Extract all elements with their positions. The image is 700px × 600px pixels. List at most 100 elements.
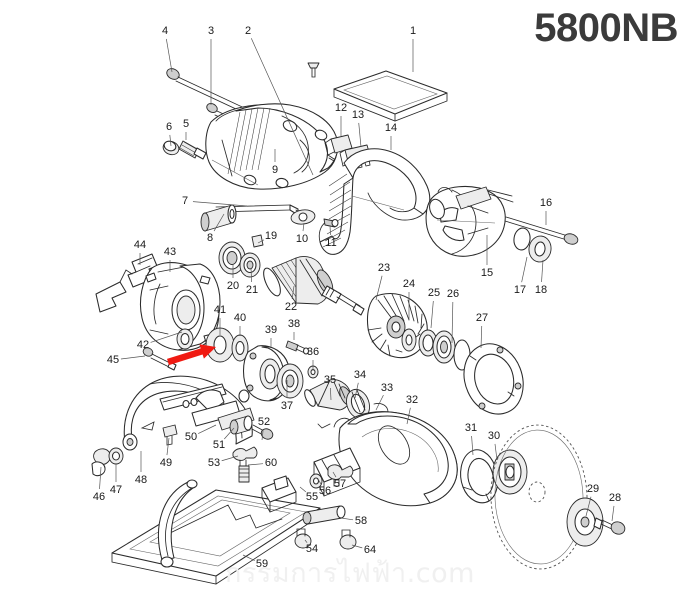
leader-line [317, 478, 322, 485]
callout-19: 19 [257, 230, 277, 244]
leader-line [299, 486, 307, 493]
part-42-bushing [176, 328, 194, 350]
leader-line [330, 387, 332, 401]
callout-number: 47 [110, 484, 122, 496]
callout-number: 7 [182, 195, 188, 207]
part-36-washer [307, 365, 319, 379]
leader-line [358, 122, 362, 148]
callout-23: 23 [375, 262, 390, 301]
leader-line [302, 222, 305, 232]
leader-line [451, 301, 454, 344]
callout-17: 17 [514, 256, 528, 296]
callout-number: 28 [609, 492, 621, 504]
part-30-flange [492, 449, 528, 495]
leader-line [332, 471, 337, 478]
callout-number: 9 [272, 164, 278, 176]
leader-line [192, 201, 248, 207]
callout-11: 11 [325, 225, 337, 249]
callout-36: 36 [307, 346, 319, 371]
callout-number: 11 [325, 237, 336, 249]
leader-line [198, 424, 217, 434]
leader-line [221, 455, 239, 462]
callout-20: 20 [227, 264, 239, 292]
callout-31: 31 [465, 422, 477, 456]
callout-number: 53 [208, 457, 220, 469]
callout-number: 30 [488, 430, 500, 442]
callout-number: 57 [334, 478, 346, 490]
leader-line [247, 463, 264, 466]
part-22-armature [263, 256, 365, 316]
part-41-washer [205, 327, 235, 363]
part-2-screw [307, 62, 320, 78]
part-11-pin [323, 218, 339, 228]
part-17-washer [513, 227, 531, 251]
callout-60: 60 [247, 457, 277, 469]
part-54-knob [294, 528, 312, 549]
callout-25: 25 [428, 287, 440, 329]
leader-line [611, 505, 615, 522]
callout-49: 49 [160, 437, 172, 469]
callout-number: 29 [587, 483, 599, 495]
callout-number: 45 [107, 354, 119, 366]
callout-2: 2 [245, 25, 314, 176]
callout-number: 21 [246, 284, 258, 296]
part-55-bracket [261, 475, 297, 513]
callout-number: 35 [324, 374, 336, 386]
callout-1: 1 [410, 25, 416, 72]
callout-number: 23 [378, 262, 390, 274]
callout-number: 55 [306, 491, 318, 503]
callout-45: 45 [107, 354, 146, 366]
callout-number: 18 [535, 284, 547, 296]
part-saw-blade [490, 424, 588, 570]
leader-line [224, 427, 235, 440]
callout-number: 20 [227, 280, 239, 292]
callout-number: 14 [385, 122, 397, 134]
callout-number: 12 [335, 102, 347, 114]
leader-line [261, 429, 264, 441]
leader-line [291, 285, 295, 300]
site-watermark: กรรมการไฟฟ้า.com [225, 558, 475, 589]
highlight-arrow-shape [167, 344, 216, 366]
callout-18: 18 [535, 259, 547, 296]
callout-number: 15 [481, 267, 493, 279]
callout-number: 34 [354, 369, 366, 381]
callout-52: 52 [258, 416, 270, 441]
part-37-bearing [276, 363, 304, 399]
part-32-blade-guard [313, 411, 458, 507]
callout-34: 34 [354, 369, 366, 399]
callout-number: 49 [160, 457, 172, 469]
leader-line [166, 437, 170, 456]
callout-number: 52 [258, 416, 270, 428]
callout-38: 38 [288, 318, 300, 340]
callout-40: 40 [234, 312, 246, 336]
leader-line [375, 275, 383, 301]
callout-number: 10 [296, 233, 308, 245]
callout-number: 24 [403, 278, 415, 290]
callout-number: 37 [281, 400, 293, 412]
part-14-handle-housing [318, 148, 431, 255]
callout-16: 16 [540, 197, 552, 225]
callout-64: 64 [351, 544, 376, 556]
leader-line [351, 544, 363, 549]
part-6-cap [162, 140, 180, 156]
callout-4: 4 [162, 25, 173, 73]
callout-number: 27 [476, 312, 488, 324]
callout-15: 15 [481, 235, 493, 279]
callout-24: 24 [403, 278, 415, 320]
leader-line [169, 134, 172, 147]
callout-53: 53 [208, 455, 239, 469]
callout-number: 48 [135, 474, 147, 486]
part-16-long-bolt [504, 216, 579, 245]
callout-number: 58 [355, 515, 367, 527]
callout-6: 6 [166, 121, 172, 147]
part-19-ring [251, 234, 264, 248]
callout-number: 42 [137, 339, 149, 351]
part-31-retaining-ring [460, 449, 499, 504]
callout-50: 50 [185, 424, 217, 443]
leader-line [521, 256, 528, 283]
callout-5: 5 [183, 118, 189, 140]
part-34-bearing [346, 388, 370, 420]
